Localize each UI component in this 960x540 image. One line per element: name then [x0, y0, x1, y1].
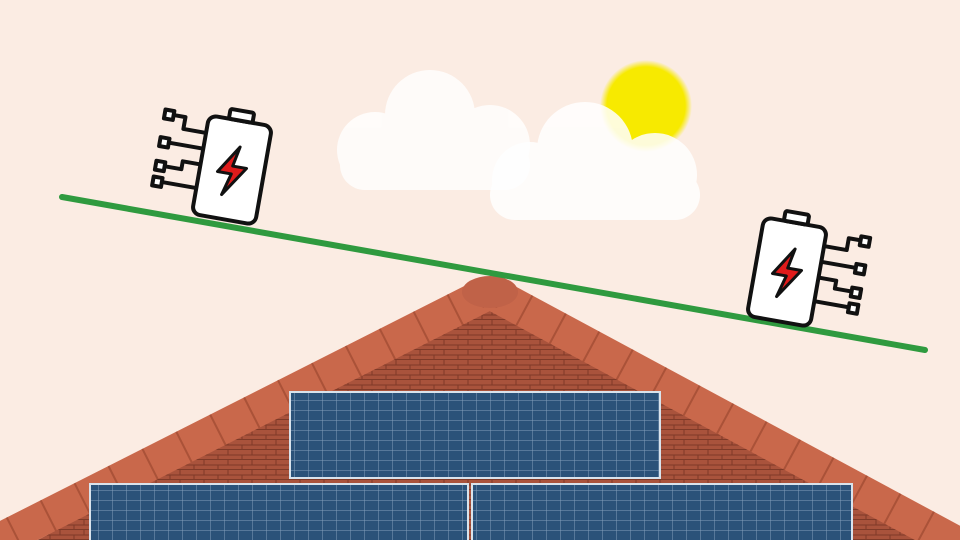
solar-panel-top	[289, 391, 661, 479]
solar-panel-bottom-left	[89, 483, 469, 540]
cloud-right	[490, 102, 700, 220]
solar-panel-bottom-right	[471, 483, 853, 540]
battery-icon-right	[746, 209, 873, 328]
seesaw-line	[59, 194, 928, 353]
battery-icon-left	[150, 107, 273, 226]
